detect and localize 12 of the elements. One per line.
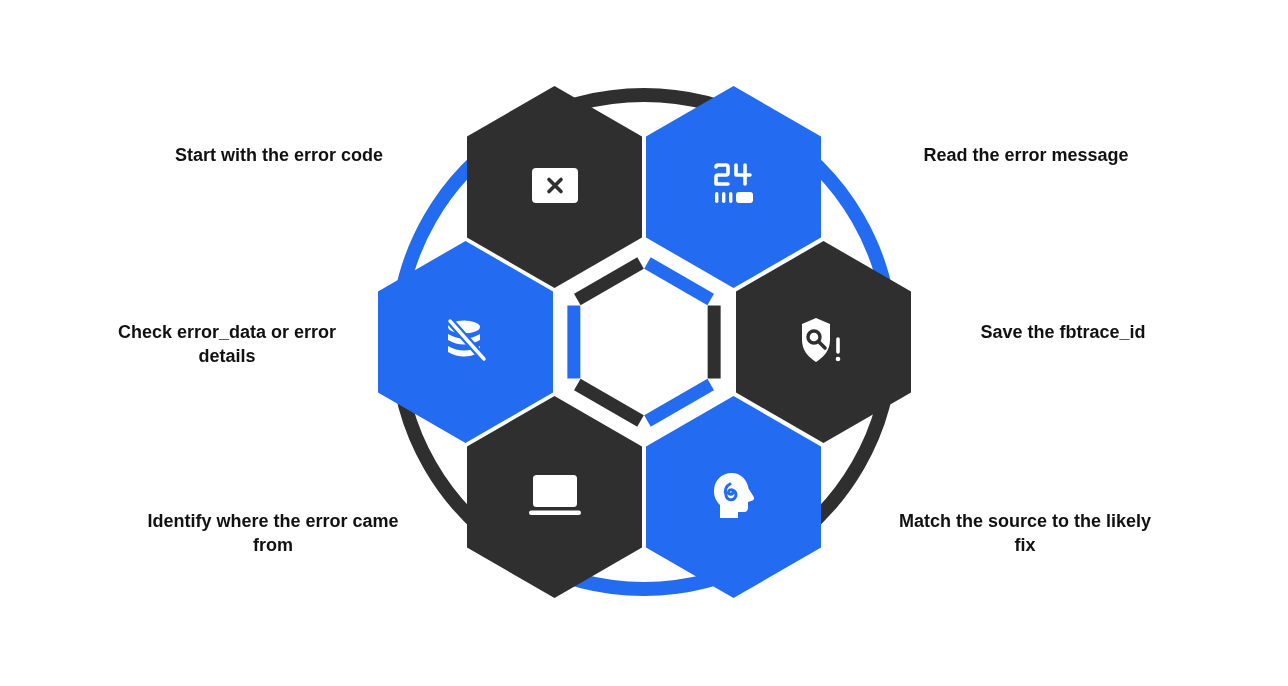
step-description: Check error_data or error details	[116, 321, 338, 368]
hexagon	[646, 396, 821, 598]
hexagon	[467, 396, 642, 598]
step-description: Match the source to the likely fix	[897, 510, 1153, 557]
hexagon	[735, 241, 911, 443]
hexagon	[377, 241, 553, 443]
step-description: Start with the error code	[175, 144, 383, 167]
hexagon	[646, 86, 821, 288]
step-description: Save the fbtrace_id	[980, 321, 1146, 344]
step-description: Identify where the error came from	[146, 510, 400, 557]
hexagon	[467, 86, 642, 288]
step-description: Read the error message	[923, 144, 1129, 167]
